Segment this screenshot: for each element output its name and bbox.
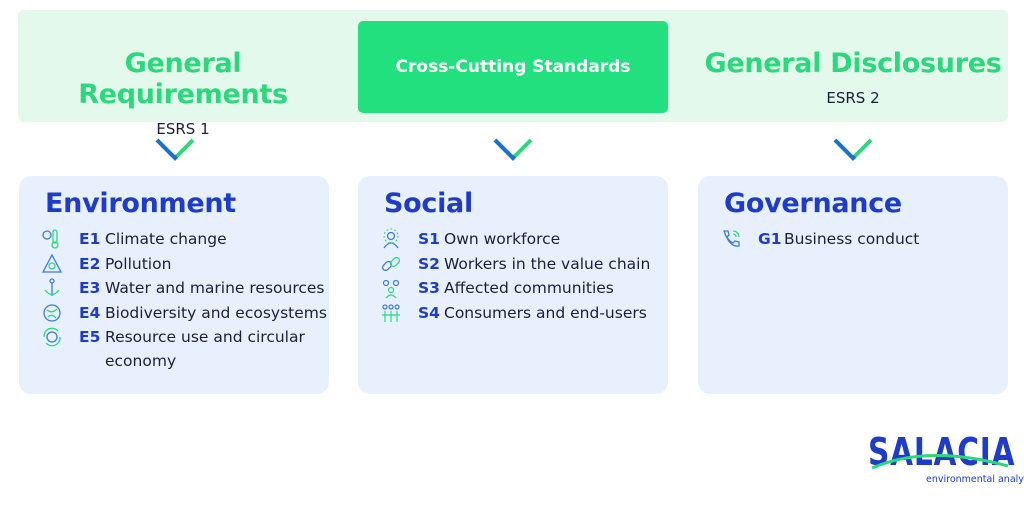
pollution-icon [41,253,63,273]
salacia-logo: SALACIA environmental analytics [868,430,1024,488]
list-item: E1 Climate change [41,229,327,255]
consumers-icon [382,304,400,322]
item-label: Pollution [105,254,172,273]
chevron-down-icon [155,138,195,161]
list-item: S3 Affected communities [380,279,650,304]
environment-list: E1 Climate change E2 Pollution E3 Water … [41,229,327,377]
list-item: E5 Resource use and circular economy [41,328,327,377]
item-code: E5 [79,328,101,347]
logo-tagline: environmental analytics [926,474,1024,485]
general-requirements-sub: ESRS 1 [156,120,210,138]
governance-card: Governance G1 Business conduct [698,176,1008,394]
social-card: Social S1 Own workforce S2 Workers in th… [358,176,668,394]
item-code: S3 [418,279,440,298]
list-item: S4 Consumers and end-users [380,304,650,329]
thermometer-icon [42,229,59,249]
item-code: E3 [79,279,101,298]
item-code: S2 [418,254,440,273]
environment-card: Environment E1 Climate change E2 Polluti… [19,176,329,394]
list-item: E3 Water and marine resources [41,278,327,304]
item-label: Resource use and circular economy [105,327,305,371]
item-code: E1 [79,230,101,248]
globe-leaf-icon [43,304,61,322]
item-code: E2 [79,254,101,273]
item-label: Affected communities [444,279,614,298]
list-item: S1 Own workforce [380,228,650,255]
item-code: S1 [418,230,440,248]
anchor-icon [44,278,60,297]
item-label: Workers in the value chain [444,254,651,273]
item-label: Business conduct [784,230,920,248]
chevron-down-icon [493,138,533,161]
chevron-down-icon [833,138,873,161]
item-label: Own workforce [444,230,561,248]
logo-wave-icon [871,454,1009,470]
list-item: E4 Biodiversity and ecosystems [41,304,327,329]
item-code: E4 [79,303,101,322]
cross-cutting-standards-title: Cross-Cutting Standards [395,57,631,77]
list-item: S2 Workers in the value chain [380,255,650,280]
item-code: S4 [418,303,440,322]
circular-icon [43,327,61,347]
community-icon [382,280,400,299]
governance-list: G1 Business conduct [720,230,919,255]
list-item: E2 Pollution [41,253,327,280]
general-disclosures: General Disclosures ESRS 2 [688,48,1018,107]
environment-title: Environment [45,188,236,219]
item-code: G1 [758,230,782,248]
workforce-icon [383,228,399,249]
general-requirements-title: General Requirements [78,48,288,110]
general-disclosures-sub: ESRS 2 [826,89,880,107]
item-label: Biodiversity and ecosystems [105,303,327,322]
phone-icon [723,230,740,247]
social-title: Social [384,188,473,219]
item-label: Water and marine resources [105,279,325,298]
item-label: Consumers and end-users [444,303,647,322]
logo-wordmark: SALACIA [868,430,1016,474]
item-label: Climate change [105,230,227,248]
general-disclosures-title: General Disclosures [704,48,1002,79]
governance-title: Governance [724,188,902,219]
list-item: G1 Business conduct [720,230,919,255]
cross-cutting-standards-box: Cross-Cutting Standards [358,21,668,113]
general-requirements: General Requirements ESRS 1 [18,48,348,138]
chain-icon [381,256,401,271]
social-list: S1 Own workforce S2 Workers in the value… [380,228,650,329]
